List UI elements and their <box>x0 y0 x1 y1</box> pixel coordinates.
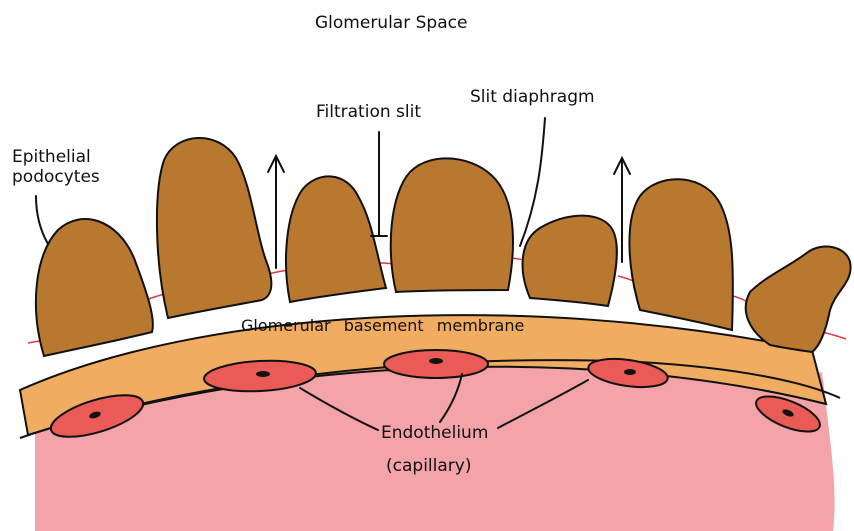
endothelial-cell-3 <box>384 350 488 378</box>
endothelium-label: Endothelium <box>381 424 488 444</box>
epithelial-podocytes-label-line2: podocytes <box>12 168 100 188</box>
slit-diaphragm-label: Slit diaphragm <box>470 88 595 108</box>
filtration-arrow-left <box>268 156 284 268</box>
epithelial-podocytes-label: Epithelial podocytes <box>12 148 100 187</box>
podocyte-4 <box>391 158 513 292</box>
podocyte-2 <box>157 138 271 318</box>
podocyte-6 <box>629 179 732 330</box>
basement-membrane-label: Glomerular basement membrane <box>241 317 524 335</box>
epithelial-podocytes-pointer <box>36 196 48 244</box>
filtration-slit-label: Filtration slit <box>316 103 421 123</box>
podocyte-5 <box>523 216 617 306</box>
diagram-title: Glomerular Space <box>315 14 467 34</box>
filtration-slit-pointer <box>371 132 387 236</box>
podocyte-3 <box>286 176 386 302</box>
podocyte-1 <box>36 219 153 356</box>
capillary-label: (capillary) <box>386 457 471 477</box>
epithelial-podocytes-label-line1: Epithelial <box>12 148 100 168</box>
